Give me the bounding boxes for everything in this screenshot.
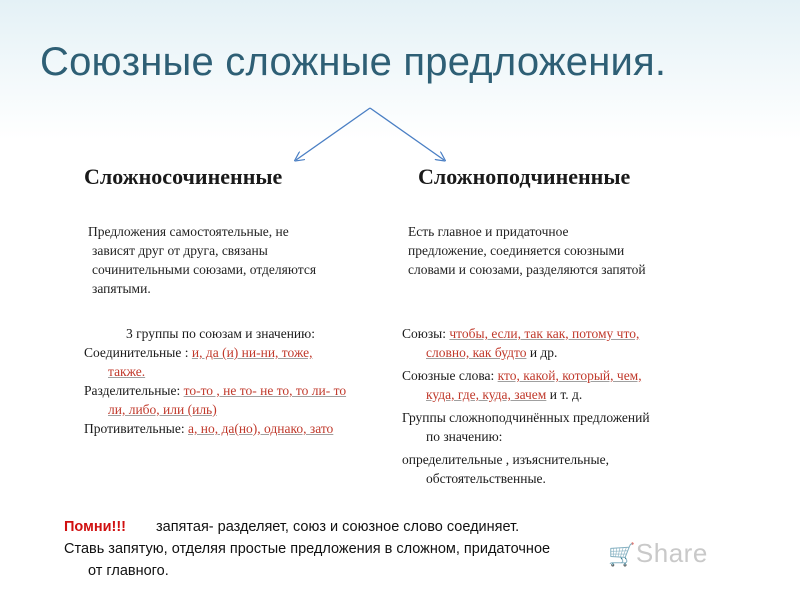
right-desc-line: предложение, соединяется союзными	[408, 243, 625, 258]
note-line-3: от главного.	[88, 563, 169, 579]
allied-words-label: Союзные слова:	[402, 368, 495, 383]
right-desc-line: Есть главное и придаточное	[408, 224, 569, 239]
conjunctions-row: Союзы: чтобы, если, так как, потому что,	[402, 324, 732, 343]
group-label: Соединительные :	[84, 345, 189, 360]
watermark-text: Share	[635, 538, 708, 568]
remember-label: Помни!!!	[64, 519, 126, 535]
arrow-right	[369, 107, 444, 160]
allied-words-list: кто, какой, который, чем,	[497, 368, 642, 383]
note-comma: запятая-	[155, 519, 214, 535]
left-desc-line: Предложения самостоятельные, не	[88, 224, 289, 239]
group-conjunctions: а, но, да(но), однако, зато	[188, 421, 334, 436]
cart-icon: 🛒	[608, 542, 636, 567]
left-description: Предложения самостоятельные, не зависят …	[88, 222, 388, 298]
conjunctions-list: чтобы, если, так как, потому что,	[449, 326, 640, 341]
allied-words-list: куда, где, куда, зачем	[426, 387, 547, 402]
left-groups-title: 3 группы по союзам и значению:	[126, 326, 315, 341]
right-details: Союзы: чтобы, если, так как, потому что,…	[402, 324, 732, 488]
group-label: Разделительные:	[84, 383, 181, 398]
left-groups: 3 группы по союзам и значению: Соедините…	[84, 324, 394, 438]
share-watermark: 🛒Share	[608, 538, 708, 569]
left-heading: Сложносочиненные	[84, 164, 283, 189]
group-conjunctions: то-то , не то- не то, то ли- то	[183, 383, 347, 398]
allied-words-row: Союзные слова: кто, какой, который, чем,	[402, 366, 732, 385]
group-disjunctive-cont: ли, либо, или (иль)	[84, 400, 394, 419]
group-coordinating-cont: также.	[84, 362, 394, 381]
group-conjunctions: ли, либо, или (иль)	[108, 402, 217, 417]
right-groups-title: Группы сложноподчинённых предложений	[402, 410, 650, 425]
arrow-left	[296, 107, 371, 160]
right-description: Есть главное и придаточное предложение, …	[408, 222, 708, 279]
allied-words-suffix: и т. д.	[546, 387, 583, 402]
right-groups-title-cont: по значению:	[426, 429, 503, 444]
note-line-1: Помни!!! запятая- разделяет, союз и союзн…	[64, 516, 550, 538]
group-label: Противительные:	[84, 421, 185, 436]
remember-note: Помни!!! запятая- разделяет, союз и союзн…	[64, 516, 550, 582]
header-background	[0, 0, 800, 140]
conjunctions-list: словно, как будто	[426, 345, 527, 360]
conjunctions-suffix: и др.	[526, 345, 558, 360]
right-group-types-cont: обстоятельственные.	[426, 471, 546, 486]
allied-words-row-cont: куда, где, куда, зачем и т. д.	[402, 385, 732, 404]
conjunctions-label: Союзы:	[402, 326, 446, 341]
left-desc-line: зависят друг от друга, связаны	[92, 243, 268, 258]
left-desc-line: сочинительными союзами, отделяются	[92, 262, 317, 277]
conjunctions-row-cont: словно, как будто и др.	[402, 343, 732, 362]
slide-title: Союзные сложные предложения.	[40, 40, 667, 84]
group-adversative: Противительные: а, но, да(но), однако, з…	[84, 419, 394, 438]
group-disjunctive: Разделительные: то-то , не то- не то, то…	[84, 381, 394, 400]
group-conjunctions: также.	[108, 364, 146, 379]
group-conjunctions: и, да (и) ни-ни, тоже,	[191, 345, 313, 360]
note-line-2: Ставь запятую, отделяя простые предложен…	[64, 541, 551, 557]
note-text-1: разделяет, союз и союзное слово соединяе…	[213, 519, 520, 535]
right-group-types: определительные , изъяснительные,	[402, 452, 609, 467]
right-desc-line: словами и союзами, разделяются запятой	[408, 262, 646, 277]
group-coordinating: Соединительные : и, да (и) ни-ни, тоже,	[84, 343, 394, 362]
left-desc-line: запятыми.	[92, 281, 151, 296]
right-heading: Сложноподчиненные	[418, 164, 631, 189]
